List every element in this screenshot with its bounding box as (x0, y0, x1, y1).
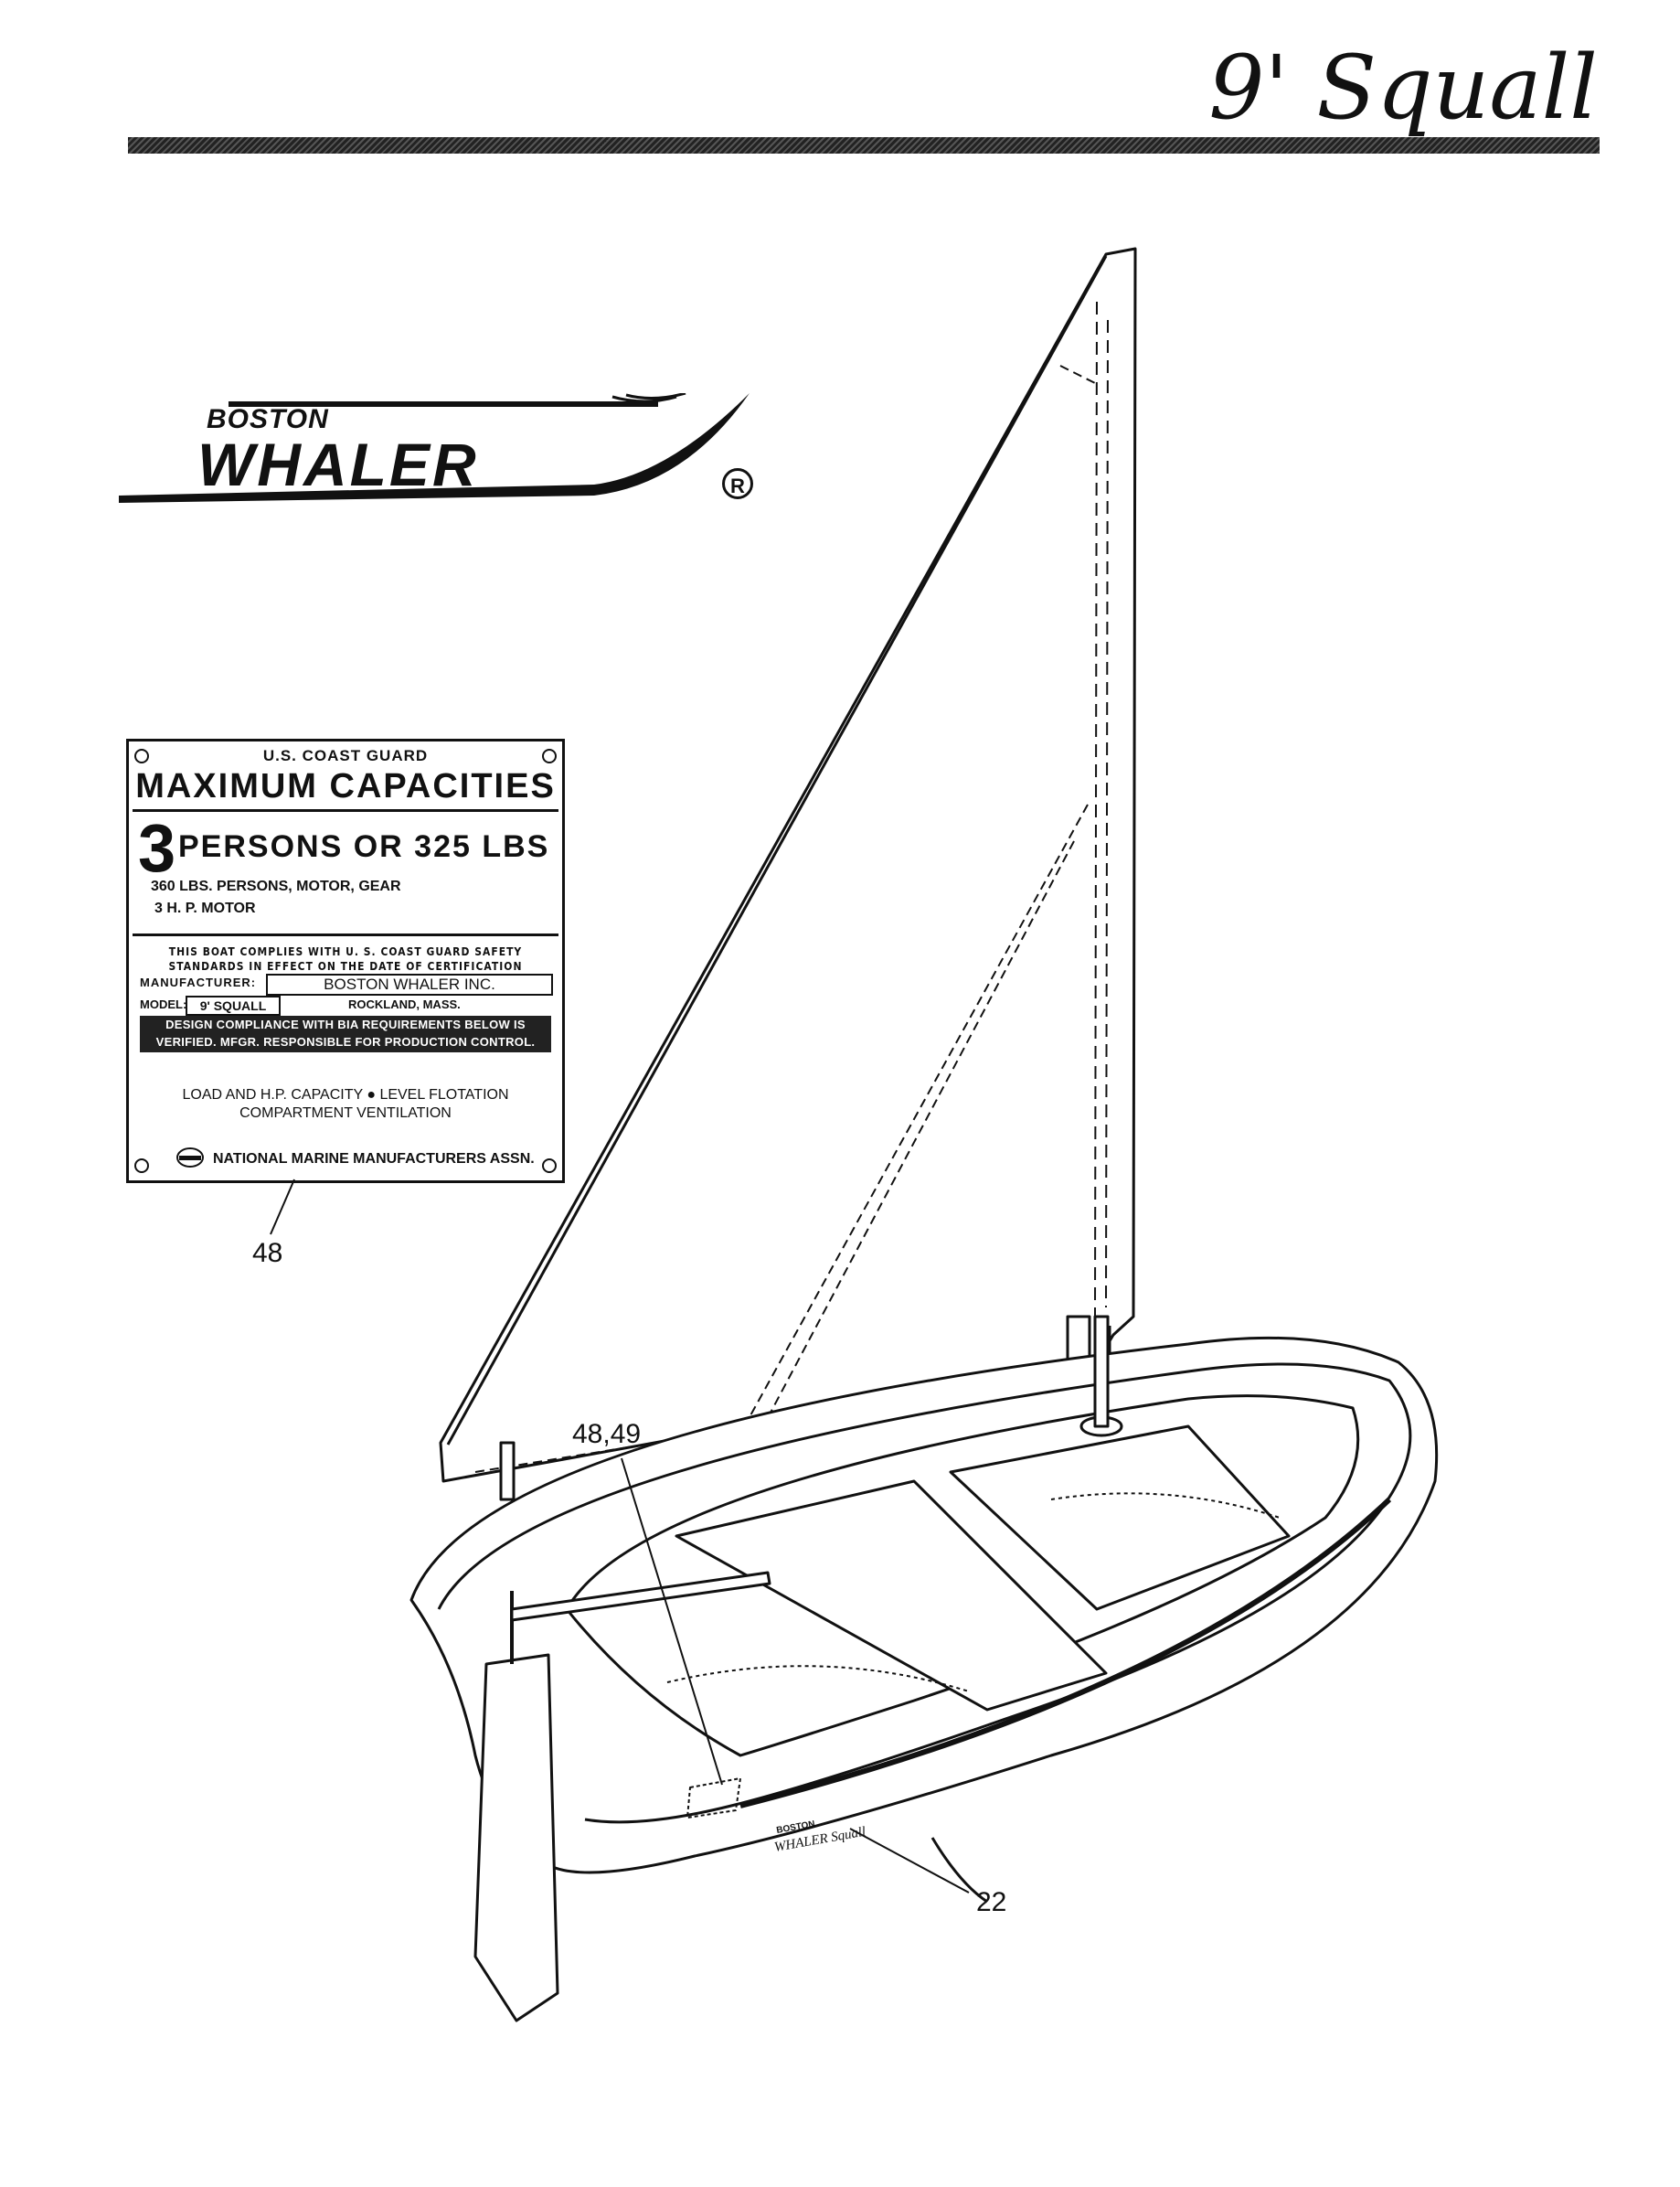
callout-22: 22 (976, 1887, 1007, 1917)
page-title: 9' Squall (1208, 37, 1598, 139)
plate-hole-icon (542, 749, 557, 763)
plate-divider (133, 933, 558, 936)
title-rule (128, 137, 1600, 154)
plate-motor-limit: 3 H. P. MOTOR (154, 901, 256, 916)
plate-bia-line2: VERIFIED. MFGR. RESPONSIBLE FOR PRODUCTI… (155, 1035, 536, 1049)
plate-divider (133, 809, 558, 812)
plate-hole-icon (542, 1158, 557, 1173)
rudder (473, 1653, 559, 2022)
plate-persons-text: PERSONS OR 325 LBS (178, 829, 550, 864)
plate-association: NATIONAL MARINE MANUFACTURERS ASSN. (213, 1151, 535, 1167)
plate-manufacturer: BOSTON WHALER INC. (266, 974, 553, 996)
plate-hole-icon (134, 749, 149, 763)
logo-whaler-text: WHALER (197, 431, 479, 498)
plate-hole-icon (134, 1158, 149, 1173)
plate-agency: U.S. COAST GUARD (262, 747, 429, 764)
plate-weight-limit: 360 LBS. PERSONS, MOTOR, GEAR (151, 879, 401, 894)
plate-manufacturer-label: MANUFACTURER: (140, 976, 257, 989)
registered-icon: R (722, 468, 753, 499)
capacity-plate: U.S. COAST GUARD MAXIMUM CAPACITIES 3 PE… (126, 739, 565, 1183)
plate-persons-number: 3 (138, 810, 176, 886)
plate-heading: MAXIMUM CAPACITIES (135, 767, 556, 805)
plate-features-line2: COMPARTMENT VENTILATION (239, 1105, 452, 1121)
logo-swoosh-icon (119, 393, 750, 503)
plate-bia-band: DESIGN COMPLIANCE WITH BIA REQUIREMENTS … (140, 1016, 551, 1052)
nmma-badge-icon (176, 1147, 204, 1168)
plate-compliance-line1: THIS BOAT COMPLIES WITH U. S. COAST GUAR… (168, 944, 523, 958)
plate-bia-line1: DESIGN COMPLIANCE WITH BIA REQUIREMENTS … (165, 1018, 526, 1031)
plate-manufacturer-city: ROCKLAND, MASS. (348, 997, 461, 1011)
boston-whaler-logo: BOSTON WHALER R (119, 393, 777, 521)
plate-features-line1: LOAD AND H.P. CAPACITY ● LEVEL FLOTATION (182, 1087, 509, 1103)
sail (439, 247, 1137, 1483)
logo-boston-text: BOSTON (207, 404, 329, 434)
plate-model: 9' SQUALL (186, 996, 281, 1016)
callout-48-49: 48,49 (572, 1419, 642, 1449)
callout-48: 48 (252, 1238, 283, 1268)
plate-model-label: MODEL: (140, 997, 187, 1011)
plate-compliance-line2: STANDARDS IN EFFECT ON THE DATE OF CERTI… (168, 959, 523, 973)
